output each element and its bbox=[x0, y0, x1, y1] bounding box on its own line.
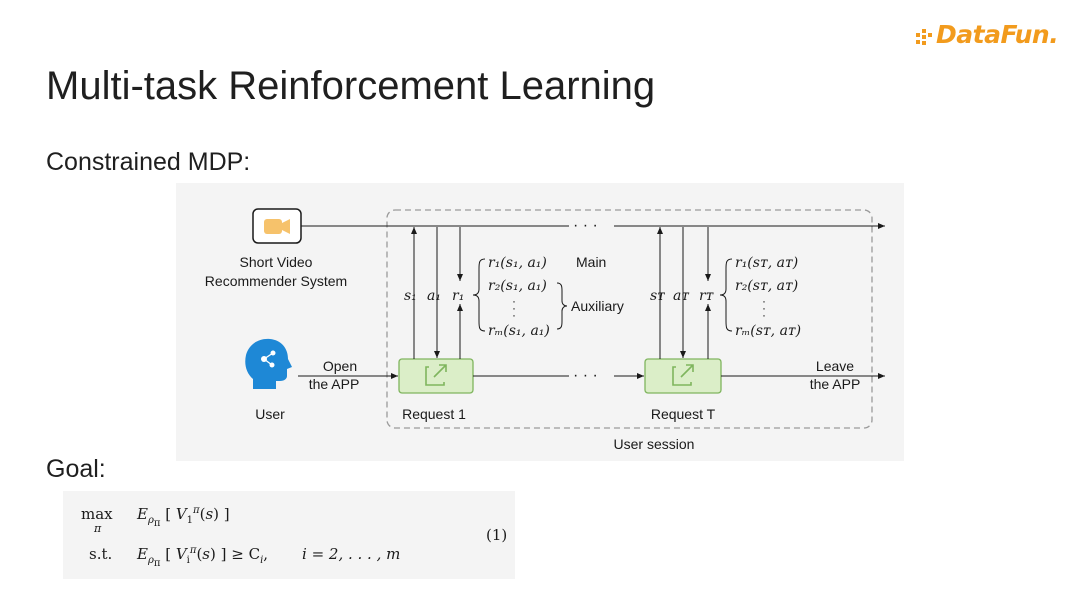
user-session-box bbox=[386, 209, 873, 429]
system-label-line1: Short Video bbox=[240, 254, 313, 270]
system-label-line2: Recommender System bbox=[205, 273, 347, 289]
leave-label-line2: the APP bbox=[810, 376, 861, 392]
state-sT: sᴛ bbox=[650, 288, 665, 304]
max-subscript-pi: π bbox=[94, 522, 102, 535]
svg-text:·: · bbox=[762, 308, 766, 322]
logo-text: DataFun. bbox=[936, 20, 1059, 49]
max-operator: max bbox=[81, 505, 113, 523]
request-1-label: Request 1 bbox=[402, 406, 466, 422]
section-heading-goal: Goal: bbox=[46, 455, 106, 483]
top-ellipsis: · · · bbox=[573, 217, 598, 234]
logo-dots-icon bbox=[916, 29, 936, 49]
auxiliary-label: Auxiliary bbox=[571, 298, 624, 314]
reward-1-line: r₂(s₁, a₁) bbox=[488, 278, 547, 294]
slide-title: Multi-task Reinforcement Learning bbox=[46, 64, 656, 108]
reward-1-line: r₁(s₁, a₁) bbox=[488, 255, 547, 271]
bottom-ellipsis: · · · bbox=[573, 367, 598, 384]
reward-t-line: r₁(sᴛ, aᴛ) bbox=[735, 255, 798, 271]
user-label: User bbox=[255, 406, 285, 422]
reward-r1: r₁ bbox=[452, 288, 464, 304]
right-brace-1 bbox=[556, 282, 568, 330]
request-t-label: Request T bbox=[651, 406, 716, 422]
video-camera-icon bbox=[252, 208, 302, 244]
svg-text:·: · bbox=[762, 294, 766, 308]
constraint-index: i = 2, . . . , m bbox=[302, 545, 401, 563]
svg-text:·: · bbox=[762, 301, 766, 315]
reward-t-line: rₘ(sᴛ, aᴛ) bbox=[735, 323, 801, 339]
svg-text:·: · bbox=[512, 308, 516, 322]
equation-number: (1) bbox=[486, 526, 508, 544]
left-brace-1 bbox=[472, 258, 486, 332]
datafun-logo: DataFun. bbox=[914, 20, 1064, 60]
section-heading-constrained-mdp: Constrained MDP: bbox=[46, 148, 251, 176]
svg-text:·: · bbox=[512, 301, 516, 315]
open-label-line1: Open bbox=[323, 358, 357, 374]
subject-to: s.t. bbox=[89, 545, 113, 563]
main-label: Main bbox=[576, 254, 606, 270]
reward-t-line: r₂(sᴛ, aᴛ) bbox=[735, 278, 798, 294]
left-brace-t bbox=[719, 258, 733, 332]
leave-label-line1: Leave bbox=[816, 358, 854, 374]
external-link-icon bbox=[672, 364, 694, 386]
action-aT: aᴛ bbox=[673, 288, 689, 304]
open-label-line2: the APP bbox=[309, 376, 360, 392]
equation-block: max π Eρπ [ V1π(s) ] s.t. Eρπ [ Viπ(s) ]… bbox=[63, 491, 515, 579]
reward-1-line: rₘ(s₁, a₁) bbox=[488, 323, 550, 339]
action-a1: a₁ bbox=[427, 288, 441, 304]
user-session-label: User session bbox=[614, 436, 695, 452]
constraint: Eρπ [ Viπ(s) ] ≥ Ci, bbox=[137, 545, 269, 569]
objective: Eρπ [ V1π(s) ] bbox=[137, 505, 230, 529]
reward-rT: rᴛ bbox=[699, 288, 714, 304]
state-s1: s₁ bbox=[404, 288, 417, 304]
constrained-mdp-diagram: · · · Short Video Recommender System Use… bbox=[205, 208, 885, 452]
svg-text:·: · bbox=[512, 294, 516, 308]
external-link-icon bbox=[425, 364, 447, 386]
user-head-icon bbox=[245, 338, 292, 389]
